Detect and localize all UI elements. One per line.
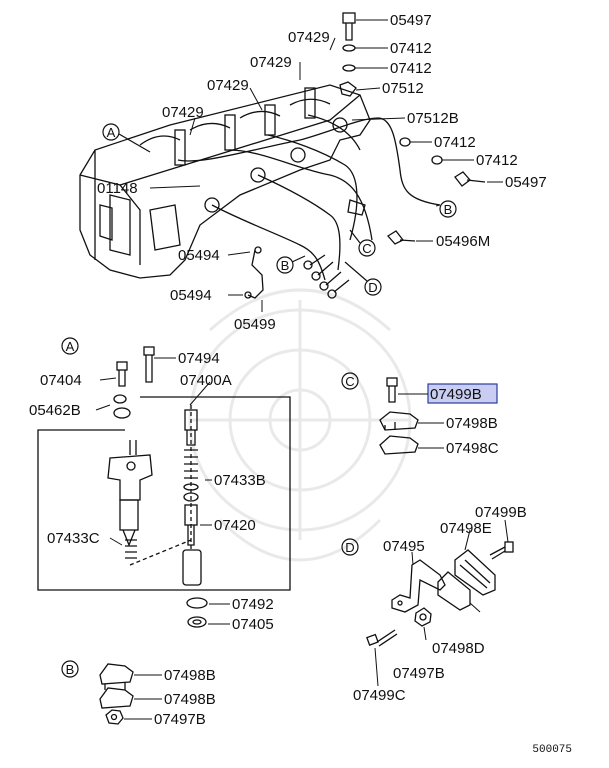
- part-label: 05496M: [436, 233, 490, 250]
- part-label: 07498E: [440, 520, 492, 537]
- section-letter: A: [107, 125, 116, 140]
- part-label: 07492: [232, 596, 274, 613]
- section-callouts-top: [102, 123, 457, 296]
- section-b-callout: [61, 660, 79, 678]
- part-label: 07498C: [446, 440, 499, 457]
- part-label: 05497: [390, 12, 432, 29]
- part-label: 05499: [234, 316, 276, 333]
- part-label: 07412: [390, 60, 432, 77]
- part-label: 07498B: [164, 691, 216, 708]
- top-part-labels: 05497 07429 07412 07429 07412 07429 0751…: [97, 12, 547, 333]
- part-label: 07429: [207, 77, 249, 94]
- section-letter: D: [368, 280, 377, 295]
- part-label: 05494: [178, 247, 220, 264]
- part-label: 07512: [382, 80, 424, 97]
- part-label: 07495: [383, 538, 425, 555]
- figure-number: 500075: [532, 744, 572, 756]
- section-a-leaders: [95, 357, 230, 625]
- part-label: 07405: [232, 616, 274, 633]
- section-d-leaders: [374, 519, 509, 687]
- section-c-drawing: [379, 377, 419, 455]
- section-letter: B: [444, 202, 453, 217]
- section-d-drawing: [366, 541, 514, 647]
- part-label: 01148: [97, 180, 138, 197]
- section-a-labels: 07494 07404 07400A 05462B 07433B 07433C …: [29, 350, 274, 633]
- section-d-labels: 07495 07498E 07499B 07498D 07497B 07499C: [353, 504, 527, 704]
- part-label: 07412: [434, 134, 476, 151]
- part-label: 05462B: [29, 402, 81, 419]
- part-label: 07429: [288, 29, 330, 46]
- section-letter: C: [362, 241, 371, 256]
- part-label: 05497: [505, 174, 547, 191]
- part-label: 07498B: [164, 667, 216, 684]
- part-label: 07429: [250, 54, 292, 71]
- section-c-leaders: [398, 393, 444, 449]
- part-label: 07498D: [432, 640, 485, 657]
- part-label: 07400A: [180, 372, 232, 389]
- part-label: 07404: [40, 372, 82, 389]
- section-b-labels: 07498B 07498B 07497B: [154, 667, 216, 728]
- part-label: 07412: [390, 40, 432, 57]
- part-label: 05494: [170, 287, 212, 304]
- top-leaders: [149, 19, 503, 312]
- part-label: 07429: [162, 104, 204, 121]
- part-label: 07498B: [446, 415, 498, 432]
- part-label: 07497B: [154, 711, 206, 728]
- section-b-leaders: [124, 674, 162, 720]
- section-letter: B: [281, 258, 290, 273]
- part-label: 07499C: [353, 687, 406, 704]
- section-callout-letters-top: A B C B D: [107, 125, 453, 295]
- section-letter: B: [66, 662, 75, 677]
- cylinder-head-drawing: [79, 84, 441, 299]
- part-label: 07412: [476, 152, 518, 169]
- section-b-drawing: [99, 663, 134, 725]
- section-c-labels: 07499B 07498B 07498C: [430, 386, 499, 457]
- section-c-callout: [341, 372, 359, 390]
- section-letter: D: [345, 540, 354, 555]
- watermark-emblem: [188, 288, 412, 562]
- section-letter: C: [345, 374, 354, 389]
- part-label: 07433B: [214, 472, 266, 489]
- part-label: 07494: [178, 350, 220, 367]
- section-d-callout: [341, 538, 359, 556]
- part-label: 07433C: [47, 530, 100, 547]
- part-label: 07497B: [393, 665, 445, 682]
- part-label: 07512B: [407, 110, 459, 127]
- section-a-drawing: [37, 346, 291, 628]
- section-a-callout: [61, 337, 79, 355]
- highlighted-part-label[interactable]: 07499B: [430, 386, 482, 403]
- part-label: 07499B: [475, 504, 527, 521]
- part-label: 07420: [214, 517, 256, 534]
- section-letter: A: [66, 339, 75, 354]
